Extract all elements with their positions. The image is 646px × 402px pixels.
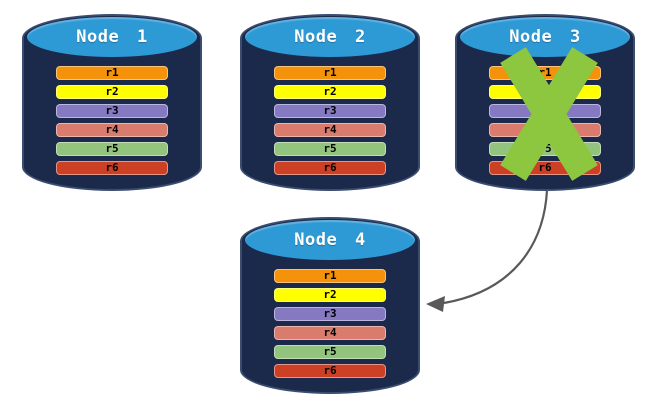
node-3-cylinder: Node 3 r1 r2 r3 r4 r5 r6 — [455, 14, 635, 191]
node-3-title: Node 3 — [509, 27, 581, 47]
node-2-rows: r1 r2 r3 r4 r5 r6 — [274, 66, 386, 175]
data-row-r5: r5 — [56, 142, 168, 156]
data-row-r4: r4 — [274, 326, 386, 340]
node-1-cylinder-top: Node 1 — [27, 17, 197, 57]
data-row-r4: r4 — [56, 123, 168, 137]
data-row-r1: r1 — [274, 269, 386, 283]
data-row-r2: r2 — [274, 288, 386, 302]
data-row-r2: r2 — [274, 85, 386, 99]
data-row-r6: r6 — [56, 161, 168, 175]
data-row-r3: r3 — [274, 307, 386, 321]
failure-x-icon — [500, 47, 598, 181]
node-4-cylinder-top: Node 4 — [245, 220, 415, 260]
data-row-r5: r5 — [274, 345, 386, 359]
data-row-r2: r2 — [56, 85, 168, 99]
node-1-cylinder: Node 1 r1 r2 r3 r4 r5 r6 — [22, 14, 202, 191]
data-row-r3: r3 — [56, 104, 168, 118]
node-2-cylinder-top: Node 2 — [245, 17, 415, 57]
data-row-r5: r5 — [274, 142, 386, 156]
data-row-r1: r1 — [274, 66, 386, 80]
node-1-rows: r1 r2 r3 r4 r5 r6 — [56, 66, 168, 175]
node-2-cylinder: Node 2 r1 r2 r3 r4 r5 r6 — [240, 14, 420, 191]
data-row-r4: r4 — [274, 123, 386, 137]
node-4-cylinder: Node 4 r1 r2 r3 r4 r5 r6 — [240, 217, 420, 394]
data-row-r6: r6 — [274, 364, 386, 378]
node-2-title: Node 2 — [294, 27, 366, 47]
node-4-title: Node 4 — [294, 230, 366, 250]
data-row-r6: r6 — [274, 161, 386, 175]
node-1-title: Node 1 — [76, 27, 148, 47]
data-row-r3: r3 — [274, 104, 386, 118]
node-3-cylinder-top: Node 3 — [460, 17, 630, 57]
node-4-rows: r1 r2 r3 r4 r5 r6 — [274, 269, 386, 378]
data-row-r1: r1 — [56, 66, 168, 80]
